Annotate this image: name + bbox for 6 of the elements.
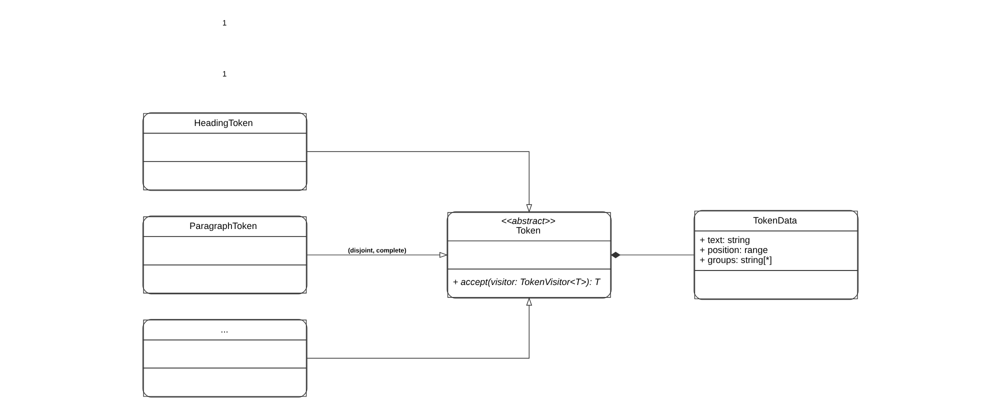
arrow xyxy=(306,297,532,359)
connector xyxy=(610,252,694,258)
label: 1 xyxy=(222,18,226,28)
label: 1 xyxy=(222,70,226,78)
arrow xyxy=(306,252,448,258)
arrow xyxy=(306,151,532,213)
